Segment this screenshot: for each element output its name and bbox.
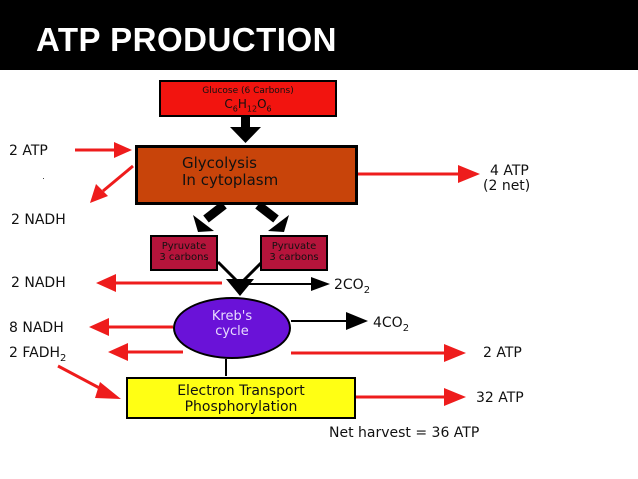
krebs-label: Kreb's cycle [211,309,253,339]
fadh-krebs-label: 2 FADH2 [9,345,67,364]
slide-title: ATP PRODUCTION [36,21,337,58]
co2-krebs-arrow [291,312,368,330]
glycolysis-node: Glycolysis In cytoplasm [135,145,358,205]
pyruvate-label-left: Pyruvate 3 carbons [159,241,209,263]
glycolysis-label: Glycolysis In cytoplasm [182,154,279,189]
nadh-glycolysis-label: 2 NADH [11,212,66,228]
atp-glycolysis-arrow [358,165,480,183]
pyruvate-node-left: Pyruvate 3 carbons [150,235,218,271]
pyruvate-node-right: Pyruvate 3 carbons [260,235,328,271]
krebs-cycle-node: Kreb's cycle [173,297,291,359]
co2-krebs-label: 4CO2 [373,315,410,334]
glycolysis-to-pyruvate-left-arrow [193,201,227,232]
etc-label: Electron Transport Phosphorylation [177,383,305,415]
fadh-krebs-arrow [108,343,183,361]
glucose-to-glycolysis-arrow [230,117,261,143]
nadh-krebs-arrow [89,318,173,336]
nadh-glycolysis-arrow [90,164,134,203]
atp-krebs-arrow [291,344,466,362]
net-harvest-label: Net harvest = 36 ATP [329,425,480,441]
glycolysis-to-pyruvate-right-arrow [255,201,289,232]
fadh-to-etc-arrow [57,364,121,399]
electron-transport-node: Electron Transport Phosphorylation [126,377,356,419]
atp-krebs-label: 2 ATP [483,345,522,361]
nadh-pyruvate-arrow [96,274,222,292]
glucose-formula: C6H12O6 [224,97,272,114]
glucose-label: Glucose (6 Carbons) [202,86,294,96]
co2-pyruvate-arrow [244,277,330,291]
stray-dot [43,178,44,179]
atp-glycolysis-gross-label: 4 ATP [490,163,529,179]
atp-in-label: 2 ATP [9,143,48,159]
co2-pyruvate-label: 2CO2 [334,277,371,296]
glucose-node: Glucose (6 Carbons) C6H12O6 [159,80,337,117]
atp-etc-label: 32 ATP [476,390,524,406]
pyruvate-to-krebs-arrow [216,260,264,296]
pyruvate-label-right: Pyruvate 3 carbons [269,241,319,263]
atp-glycolysis-net-label: (2 net) [483,178,531,194]
title-bar: ATP PRODUCTION [0,0,638,70]
nadh-pyruvate-label: 2 NADH [11,275,66,291]
nadh-krebs-label: 8 NADH [9,320,64,336]
atp-etc-arrow [356,388,466,406]
atp-in-arrow [75,142,132,158]
